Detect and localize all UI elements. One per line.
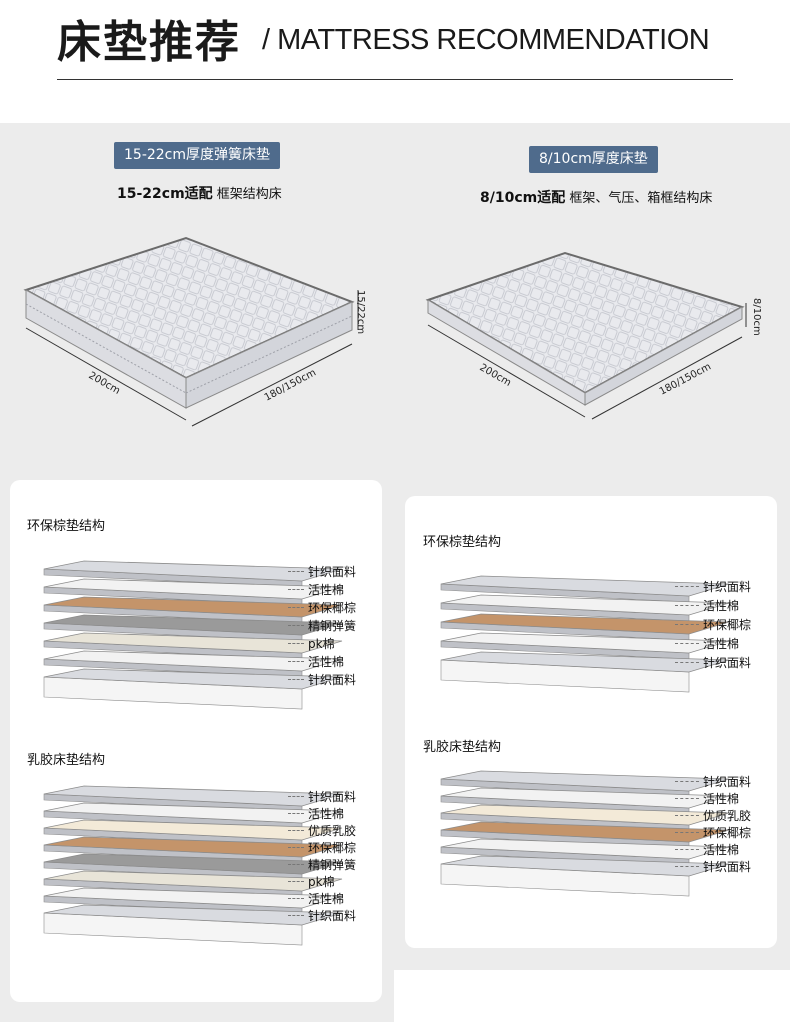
leader-line [675,662,699,663]
compat-bed-types: 框架、气压、箱框结构床 [565,191,713,206]
leader-line [288,796,304,797]
layer-stack-latex-left [43,785,343,946]
layer-2 [440,594,730,622]
layer-label: 活性棉 [703,792,740,806]
leader-line [288,571,304,572]
structure-heading-latex-left: 乳胶床垫结构 [27,753,106,768]
layer-label: 针织面料 [308,909,357,923]
leader-line [675,849,699,850]
layer-label: pk棉 [308,875,335,889]
layer-label: 针织面料 [703,656,752,670]
leader-line [675,781,699,782]
leader-line [288,915,304,916]
layer-5 [440,651,730,693]
layer-2 [43,578,343,606]
leader-line [288,589,304,590]
layer-label: pk棉 [308,637,335,651]
layer-label: 精钢弹簧 [308,619,357,633]
leader-line [288,847,304,848]
layer-label: 环保椰棕 [308,841,357,855]
layer-1 [43,560,343,588]
leader-line [288,625,304,626]
layer-label: 优质乳胶 [703,809,752,823]
layer-8 [43,904,343,946]
leader-line [675,798,699,799]
leader-line [288,607,304,608]
leader-line [288,881,304,882]
layer-7 [43,668,343,710]
leader-line [288,813,304,814]
product-badge-spring: 15-22cm厚度弹簧床垫 [114,142,281,169]
layer-label: 优质乳胶 [308,824,357,838]
layer-label: 环保椰棕 [703,618,752,632]
compat-bed-types: 框架结构床 [212,187,282,202]
leader-line [675,832,699,833]
layer-label: 活性棉 [703,637,740,651]
bottom-fill [394,970,790,1022]
leader-line [288,898,304,899]
leader-line [675,624,699,625]
leader-line [288,864,304,865]
product-compat-thin: 8/10cm适配 框架、气压、箱框结构床 [480,187,712,207]
layer-6 [440,855,730,897]
layer-label: 针织面料 [308,673,357,687]
leader-line [675,605,699,606]
layer-label: 活性棉 [308,583,345,597]
layer-label: 针织面料 [308,565,357,579]
layer-6 [43,650,343,678]
layer-1 [440,575,730,603]
header-divider [57,79,733,80]
structure-heading-latex-right: 乳胶床垫结构 [423,740,502,755]
leader-line [675,586,699,587]
layer-stack-eco-right [440,575,730,693]
layer-label: 针织面料 [703,775,752,789]
compat-size: 8/10cm适配 [480,190,566,206]
page-title: 床垫推荐 [57,17,241,68]
leader-line [288,830,304,831]
product-compat-spring: 15-22cm适配 框架结构床 [117,183,282,203]
dim-height-spring: 15/22cm [355,290,366,335]
layer-label: 活性棉 [308,892,345,906]
layer-label: 精钢弹簧 [308,858,357,872]
layer-label: 针织面料 [308,790,357,804]
product-badge-thin: 8/10cm厚度床垫 [529,146,658,173]
layer-label: 针织面料 [703,860,752,874]
layer-label: 针织面料 [703,580,752,594]
layer-stack-eco-left [43,560,343,710]
compat-size: 15-22cm适配 [117,186,213,202]
mattress-image-thin [425,251,747,420]
leader-line [288,679,304,680]
leader-line [288,661,304,662]
layer-stack-latex-right [440,770,730,897]
layer-3 [440,613,730,641]
mattress-image-spring [23,236,359,427]
layer-label: 活性棉 [703,599,740,613]
layer-label: 活性棉 [703,843,740,857]
leader-line [675,643,699,644]
page-subtitle: / MATTRESS RECOMMENDATION [262,24,710,56]
layer-4 [43,614,343,642]
layer-label: 环保椰棕 [308,601,357,615]
leader-line [675,815,699,816]
leader-line [675,866,699,867]
layer-label: 环保椰棕 [703,826,752,840]
layer-label: 活性棉 [308,807,345,821]
structure-heading-eco-right: 环保棕垫结构 [423,535,502,550]
dim-height-thin: 8/10cm [751,298,762,336]
layer-label: 活性棉 [308,655,345,669]
leader-line [288,643,304,644]
structure-heading-eco-left: 环保棕垫结构 [27,519,106,534]
